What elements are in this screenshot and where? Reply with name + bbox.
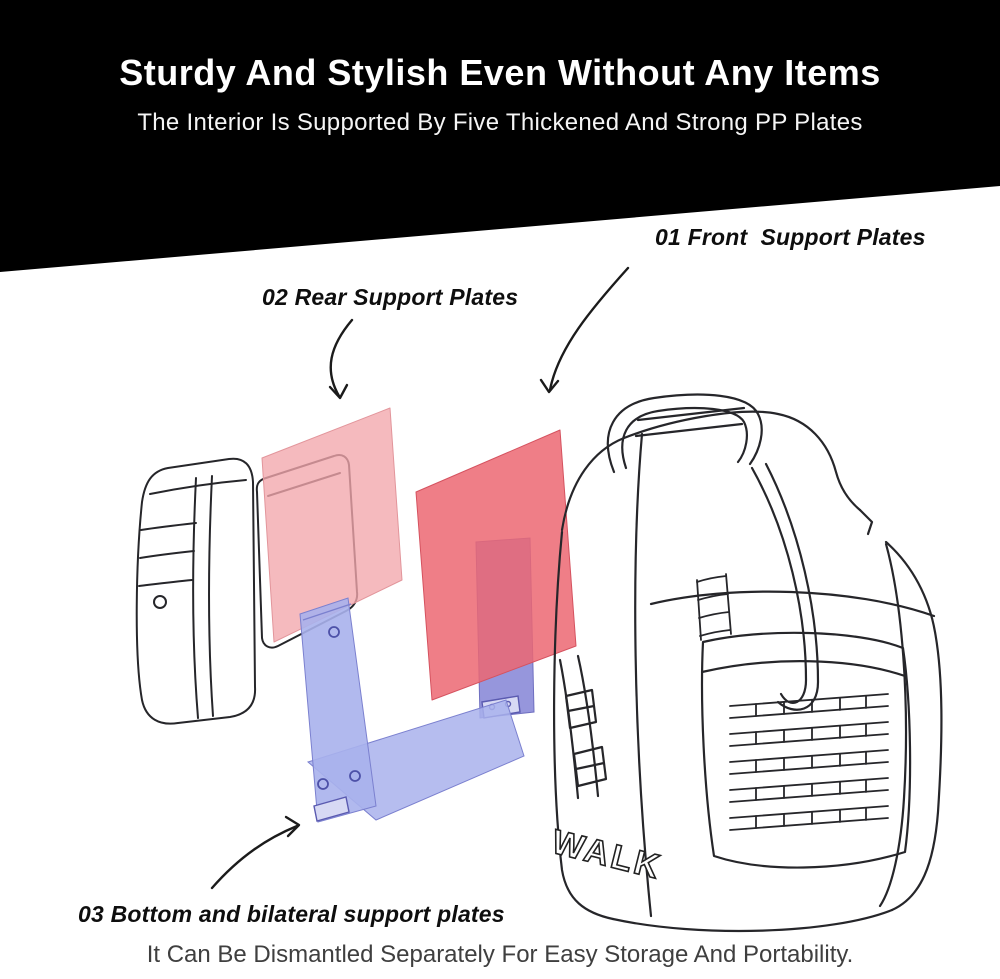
front-support-plate: [415, 429, 577, 701]
walk-text: WALK: [548, 823, 666, 887]
callout-arrows: [210, 266, 630, 890]
page-title: Sturdy And Stylish Even Without Any Item…: [119, 52, 881, 93]
header-banner: Sturdy And Stylish Even Without Any Item…: [0, 0, 1000, 272]
arrow-01-front-icon: [539, 266, 630, 394]
arrow-03-bottom-icon: [210, 815, 301, 890]
label-rear-support-plates: 02 Rear Support Plates: [262, 284, 519, 310]
label-front-support-plates: 01 Front Support Plates: [655, 224, 926, 250]
molle-webbing: [696, 573, 889, 831]
page-subtitle: The Interior Is Supported By Five Thicke…: [137, 109, 863, 136]
label-bottom-support-plates: 03 Bottom and bilateral support plates: [78, 901, 505, 927]
footer-caption: It Can Be Dismantled Separately For Easy…: [146, 941, 854, 968]
backpack-sketch: [552, 393, 943, 933]
bag-handle: [606, 393, 763, 474]
side-support-plate-left: [299, 597, 377, 823]
arrow-02-rear-icon: [328, 318, 354, 400]
left-bag-sketch: [135, 457, 257, 725]
rear-support-plate: [261, 407, 403, 643]
